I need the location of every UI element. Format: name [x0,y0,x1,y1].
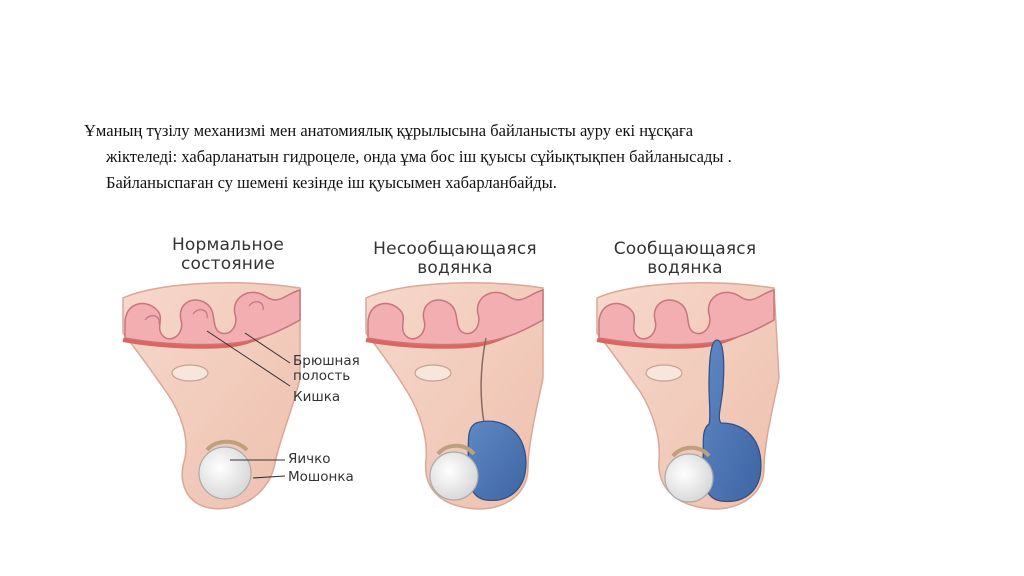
testicle [664,453,714,503]
panel-title-normal: Нормальное состояние [143,236,313,274]
label-line: Брюшная [293,353,360,369]
intestine [598,289,775,346]
panel-title-line: Нормальное [171,235,285,255]
panel-title-communicating: Сообщающаяся водянка [590,240,780,278]
label-scrotum: Мошонка [288,469,354,485]
testicle [429,451,479,501]
panel-noncommunicating [365,282,545,510]
label-intestine: Кишка [293,389,341,405]
panel-title-line: водянка [417,258,493,278]
panel-communicating [596,282,780,510]
panel-title-line: состояние [180,254,276,274]
paragraph-line-3: Байланыспаған су шемені кезінде іш қуысы… [106,173,557,192]
inguinal-structure [414,364,452,382]
label-abdominal-cavity: Брюшная полость [293,354,360,384]
paragraph-line-1: Ұманың түзілу механизмі мен анатомиялық … [84,121,694,140]
panel-title-line: Сообщающаяся [613,239,757,259]
description-paragraph: Ұманың түзілу механизмі мен анатомиялық … [84,118,966,196]
intestine [367,289,544,346]
processus-line [480,337,487,424]
label-line: полость [293,368,351,384]
testicle [198,446,252,500]
panel-title-noncommunicating: Несообщающаяся водянка [355,240,555,278]
label-testicle: Яичко [288,451,331,467]
intestine [124,289,301,346]
panel-normal [122,282,302,510]
paragraph-line-2: жіктеледі: хабарланатын гидроцеле, онда … [106,147,732,166]
illustration-drawing [122,282,780,510]
hydrocele-illustration: Нормальное состояние Несообщающаяся водя… [115,228,815,528]
inguinal-structure [171,364,209,382]
hydrocele-fluid [701,339,762,503]
panel-title-line: водянка [647,258,723,278]
panel-title-line: Несообщающаяся [373,239,537,259]
inguinal-structure [645,364,683,382]
